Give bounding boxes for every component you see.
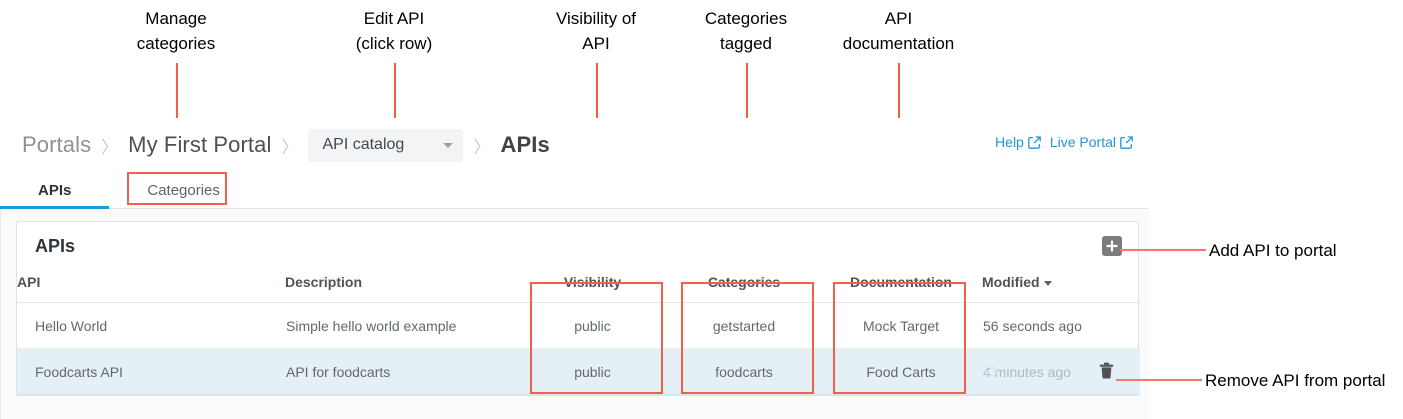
column-header-description[interactable]: Description	[285, 270, 517, 303]
cell-categories: getstarted	[668, 302, 820, 349]
row-marker-icon	[988, 367, 997, 376]
breadcrumb: Portals 〉 My First Portal 〉 API catalog …	[22, 128, 550, 162]
top-links: Help Live Portal	[995, 134, 1133, 150]
column-header-visibility[interactable]: Visibility	[517, 270, 668, 303]
tab-apis[interactable]: APIs	[0, 182, 111, 209]
cell-modified-label: 4 minutes ago	[983, 363, 1071, 380]
cell-modified: 56 seconds ago	[982, 302, 1140, 349]
breadcrumb-current-apis: APIs	[500, 132, 550, 157]
annotation-label-api-documentation: API documentation	[842, 9, 955, 53]
chevron-down-icon	[443, 142, 454, 148]
tab-bar: APIs Categories	[0, 173, 1149, 209]
column-header-categories[interactable]: Categories	[668, 270, 820, 303]
live-portal-link-label: Live Portal	[1049, 134, 1116, 150]
apis-card-header: APIs	[17, 222, 1138, 270]
tab-apis-label: APIs	[38, 182, 72, 199]
table-header-row: API Description Visibility Categories Do…	[17, 270, 1140, 303]
help-link-label: Help	[995, 134, 1024, 150]
annotation-label-categories-tagged: Categories tagged	[704, 9, 788, 53]
external-link-icon	[1028, 135, 1041, 149]
breadcrumb-separator-icon: 〉	[473, 137, 491, 157]
cell-api: Hello World	[17, 302, 285, 349]
table-row[interactable]: Hello World Simple hello world example p…	[17, 302, 1140, 349]
annotation-label-edit-api: Edit API (click row)	[355, 9, 433, 53]
breadcrumb-portals[interactable]: Portals	[22, 132, 92, 157]
apis-table: API Description Visibility Categories Do…	[17, 270, 1140, 395]
external-link-icon	[1120, 135, 1133, 149]
add-api-button[interactable]	[1102, 236, 1122, 256]
cell-documentation: Food Carts	[820, 348, 982, 395]
catalog-select-value: API catalog	[322, 136, 405, 153]
column-header-modified[interactable]: Modified	[982, 270, 1140, 303]
cell-visibility: public	[517, 348, 668, 395]
cell-visibility: public	[517, 302, 668, 349]
tab-categories[interactable]: Categories	[147, 182, 220, 208]
cell-modified: 4 minutes ago	[982, 348, 1140, 395]
cell-documentation: Mock Target	[820, 302, 982, 349]
page-body: APIs API Description Visibility	[0, 209, 1149, 419]
column-header-documentation[interactable]: Documentation	[820, 270, 982, 303]
trash-icon[interactable]	[1099, 362, 1114, 382]
help-link[interactable]: Help	[995, 134, 1041, 150]
column-header-modified-label: Modified	[982, 274, 1040, 290]
callout-label-add-api: Add API to portal	[1209, 241, 1337, 260]
apis-card-title: APIs	[35, 235, 76, 256]
breadcrumb-my-first-portal[interactable]: My First Portal	[128, 132, 272, 157]
caret-down-icon	[1043, 280, 1052, 286]
portal-admin-app: Portals 〉 My First Portal 〉 API catalog …	[0, 118, 1149, 419]
table-row[interactable]: Foodcarts API API for foodcarts public f…	[17, 348, 1140, 395]
breadcrumb-separator-icon: 〉	[281, 137, 299, 157]
plus-icon	[1106, 240, 1118, 252]
callout-label-remove-api: Remove API from portal	[1205, 371, 1386, 390]
cell-api: Foodcarts API	[17, 348, 285, 395]
annotation-label-visibility-of-api: Visibility of API	[556, 9, 636, 53]
column-header-api[interactable]: API	[17, 270, 285, 303]
annotation-label-manage-categories: Manage categories	[136, 9, 216, 53]
tab-categories-label: Categories	[147, 182, 220, 199]
live-portal-link[interactable]: Live Portal	[1050, 134, 1133, 150]
callout-line-remove-api	[1116, 379, 1202, 381]
cell-description: API for foodcarts	[285, 348, 517, 395]
breadcrumb-separator-icon: 〉	[101, 137, 119, 157]
cell-modified-label: 56 seconds ago	[983, 317, 1082, 334]
cell-description: Simple hello world example	[285, 302, 517, 349]
cell-categories: foodcarts	[668, 348, 820, 395]
apis-card: APIs API Description Visibility	[16, 221, 1140, 396]
catalog-select[interactable]: API catalog	[308, 128, 464, 162]
callout-line-add-api	[1120, 249, 1206, 251]
